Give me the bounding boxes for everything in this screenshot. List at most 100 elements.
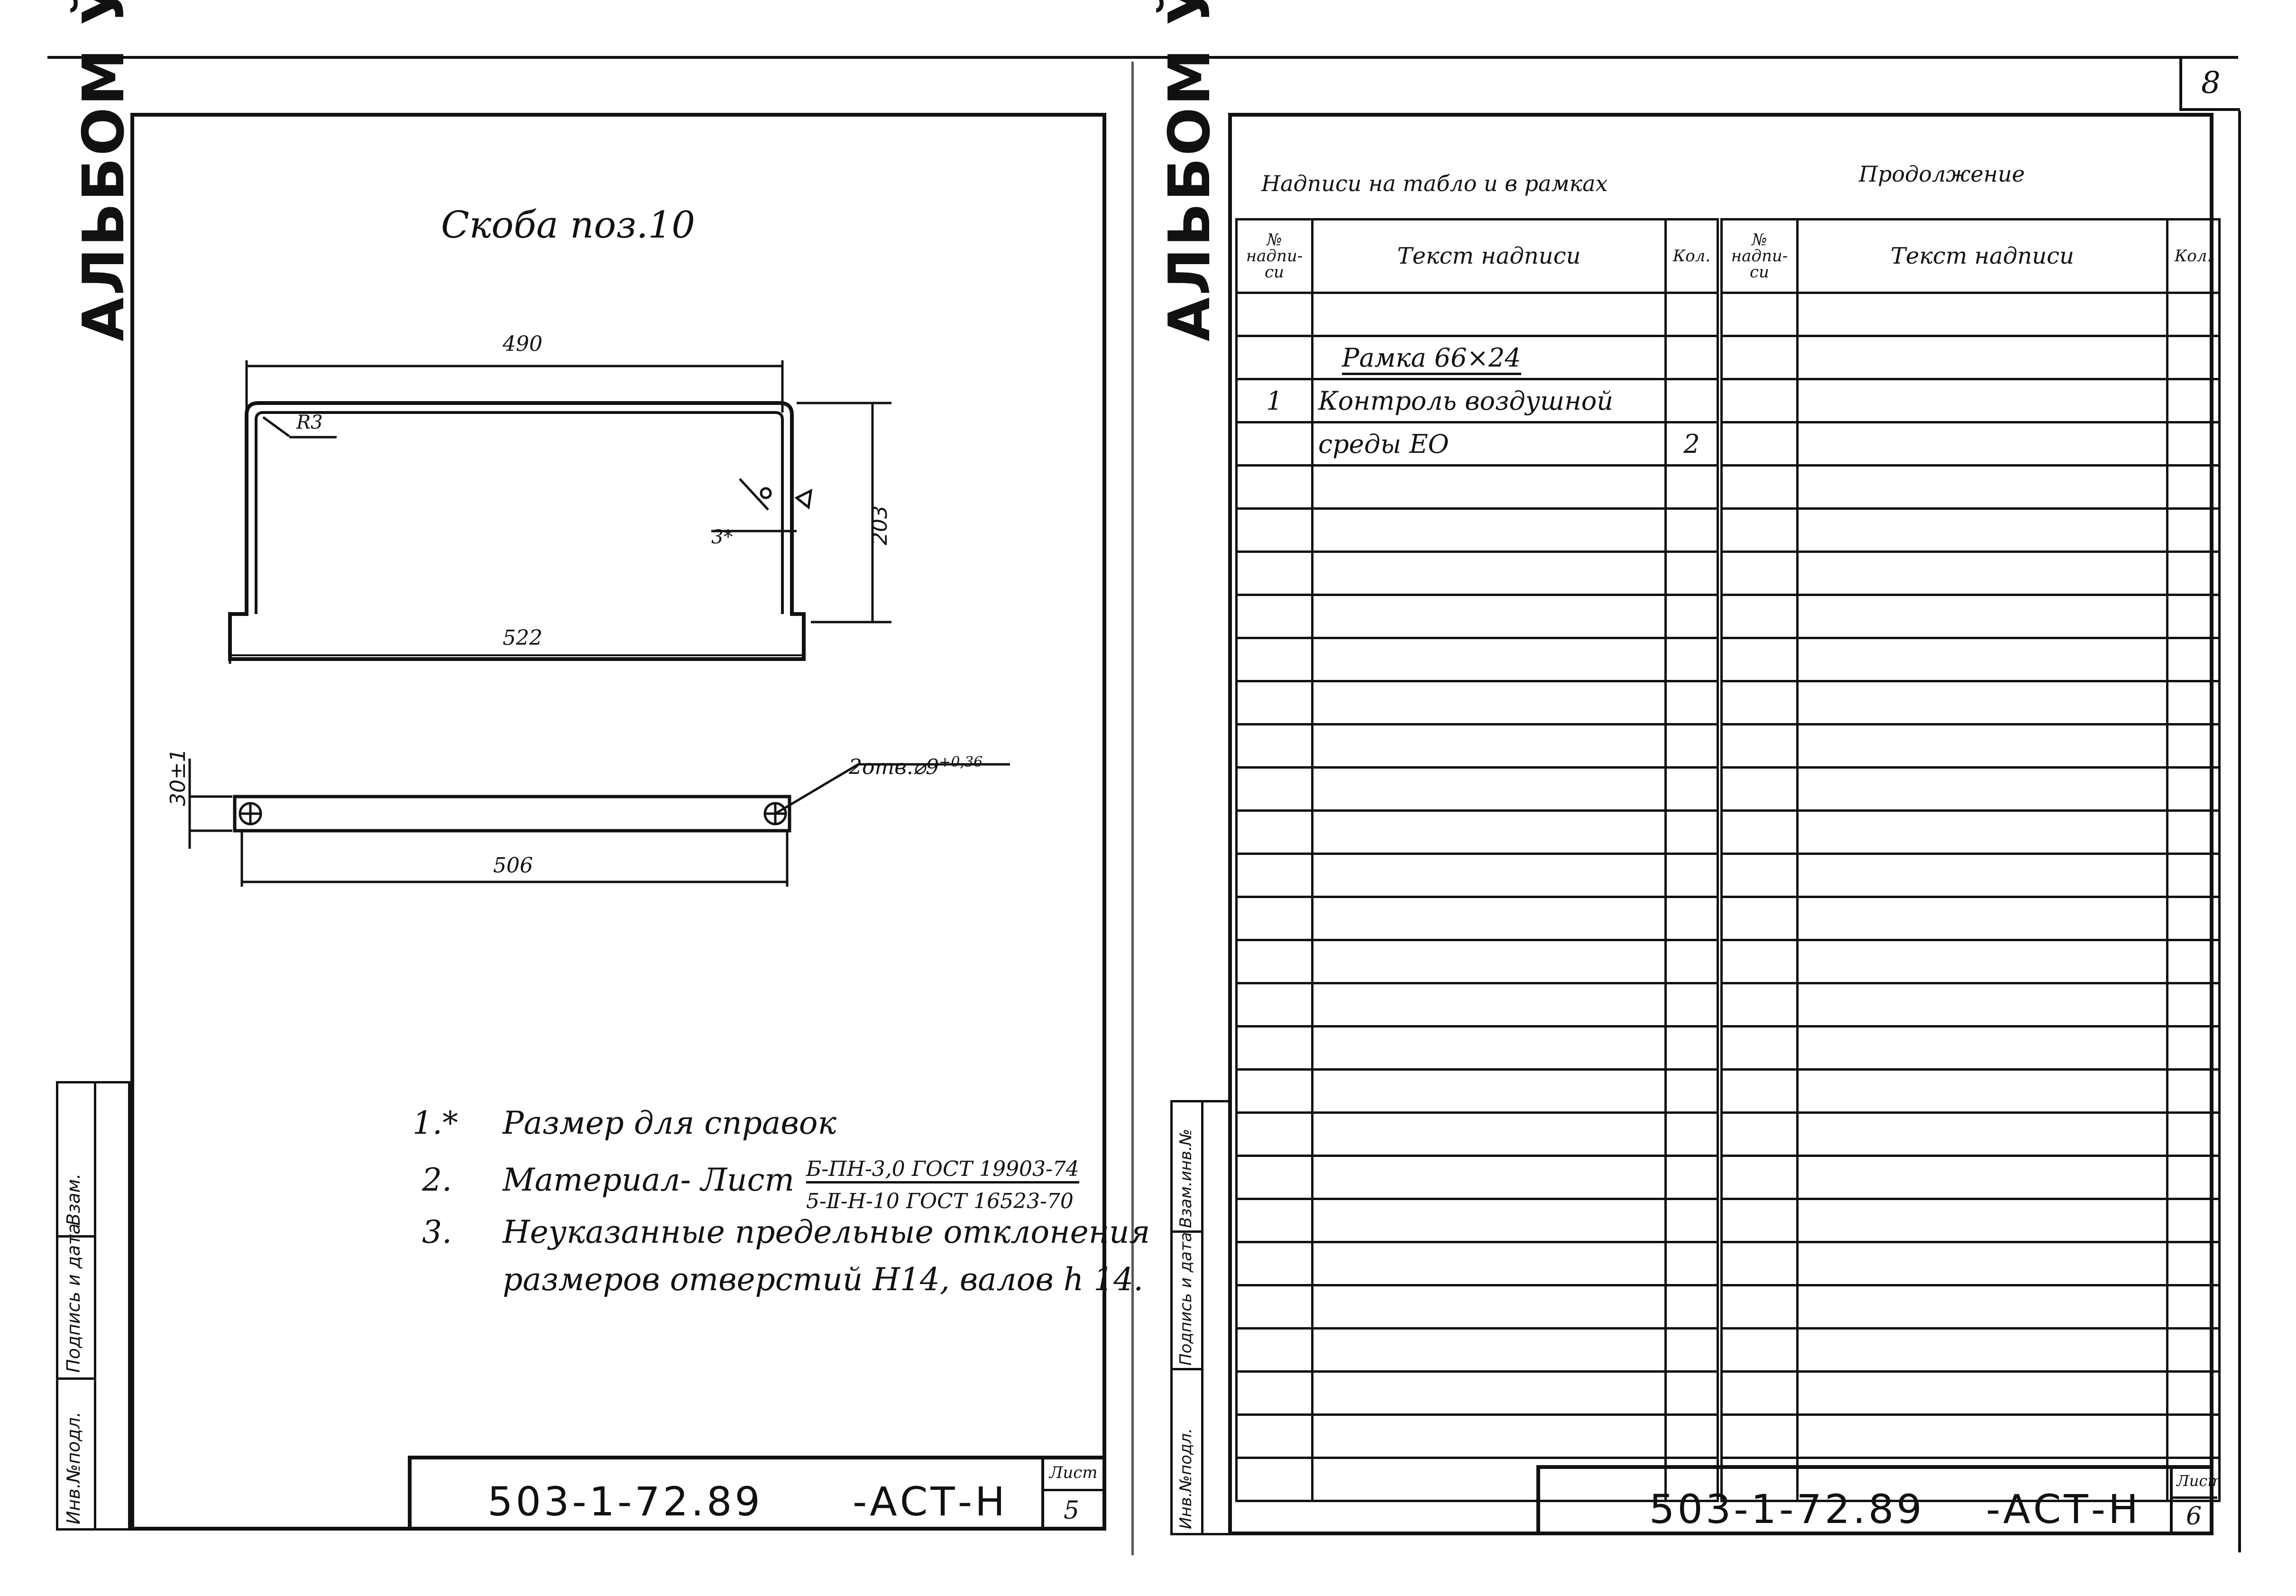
table-caption: Надписи на табло и в рамках [1261, 171, 1608, 196]
table-cell [1796, 464, 2168, 510]
table-cell [1796, 1370, 2168, 1416]
note-1-text: Размер для справок [503, 1105, 836, 1141]
table-continuation: Продолжение [1859, 161, 2025, 187]
material-bottom: 5-Ⅱ-Н-10 ГОСТ 16523-70 [806, 1189, 1074, 1213]
frame-title: Рамка 66×24 [1342, 342, 1521, 375]
table-cell [1664, 1413, 1719, 1459]
table-row [1235, 594, 1719, 639]
left-sheet-number: 5 [1064, 1496, 1080, 1525]
table-cell [1796, 939, 2168, 984]
table-cell [1664, 507, 1719, 553]
table-cell [1311, 809, 1667, 855]
table-cell [1720, 1025, 1799, 1071]
table-cell [1720, 939, 1799, 984]
table-cell [2166, 594, 2221, 639]
table-cell [1720, 680, 1799, 725]
table-cell [1311, 982, 1667, 1027]
table-row [1720, 853, 2221, 898]
table-cell [1235, 766, 1313, 812]
table-cell [1235, 1413, 1313, 1459]
table-cell [2166, 1370, 2221, 1416]
table-cell [1720, 1241, 1799, 1286]
left-sheet-label: Лист [1049, 1463, 1098, 1482]
table-cell [1796, 1327, 2168, 1373]
table-cell [2166, 335, 2221, 380]
table-cell [1311, 1198, 1667, 1243]
table-row [1720, 982, 2221, 1027]
table-cell [2166, 1025, 2221, 1071]
table-row [1720, 507, 2221, 553]
center-divider [1131, 62, 1134, 1555]
table-row [1720, 1370, 2221, 1416]
right-stamp-suffix: -АСТ-Н [1986, 1486, 2141, 1532]
table-cell [1311, 1155, 1667, 1200]
table-cell [1664, 853, 1719, 898]
table-cell [1720, 421, 1799, 467]
top-border-line [47, 56, 2238, 59]
table-cell [1796, 982, 2168, 1027]
table-cell [1796, 1241, 2168, 1286]
table-cell [1311, 464, 1667, 510]
table-row [1235, 939, 1719, 984]
table-cell [1720, 1155, 1799, 1200]
table-cell [1235, 1327, 1313, 1373]
table-cell [1235, 853, 1313, 898]
table-cell [1796, 723, 2168, 769]
table-cell [1720, 809, 1799, 855]
table-cell [2166, 464, 2221, 510]
table-row [1235, 809, 1719, 855]
table-cell [1235, 1198, 1313, 1243]
table-cell [2166, 378, 2221, 423]
table-cell [2166, 982, 2221, 1027]
left-stamp-code: 503-1-72.89 [487, 1478, 763, 1525]
table-row [1235, 982, 1719, 1027]
table-cell [2166, 1068, 2221, 1114]
table-cell [1664, 637, 1719, 682]
table-cell [1720, 1284, 1799, 1330]
table-cell [1311, 680, 1667, 725]
table-row [1720, 1155, 2221, 1200]
table-cell [1796, 378, 2168, 423]
table-cell [1720, 378, 1799, 423]
table-cell [1664, 1370, 1719, 1416]
table-cell [1311, 896, 1667, 941]
table-cell [1796, 766, 2168, 812]
table-cell [1720, 594, 1799, 639]
table-cell [1235, 1111, 1313, 1157]
col-header-text-2: Текст надписи [1796, 218, 2168, 294]
table-row: Рамка 66×24 [1235, 335, 1719, 380]
table-cell [1720, 1457, 1799, 1502]
table-row [1235, 1198, 1719, 1243]
part-title: Скоба поз.10 [441, 204, 695, 247]
table-cell [2166, 723, 2221, 769]
table-cell [1720, 464, 1799, 510]
table-cell [1664, 1241, 1719, 1286]
table-cell [1311, 550, 1667, 596]
table-cell [1235, 550, 1313, 596]
table-cell [1235, 1068, 1313, 1114]
table-row [1720, 1284, 2221, 1330]
table-cell [2166, 1111, 2221, 1157]
table-cell [1720, 896, 1799, 941]
table-cell [1720, 1111, 1799, 1157]
table-cell [1796, 1068, 2168, 1114]
table-cell [1720, 292, 1799, 337]
table-cell [2166, 1284, 2221, 1330]
table-row [1235, 507, 1719, 553]
table-row: среды ЕО 2 [1235, 421, 1719, 467]
table-cell [1664, 1111, 1719, 1157]
right-side-strip: Инв.№подл. Подпись и дата Взам.инв.№ [1170, 1100, 1228, 1535]
table-row [1720, 1111, 2221, 1157]
table-cell [1235, 1457, 1313, 1502]
table-cell [1311, 1111, 1667, 1157]
table-cell [1796, 292, 2168, 337]
side-label-vzam: Взам. [63, 1173, 84, 1226]
table-cell [1311, 594, 1667, 639]
table-row [1720, 809, 2221, 855]
table-cell [1235, 1370, 1313, 1416]
table-cell [1664, 1327, 1719, 1373]
table-cell [1720, 637, 1799, 682]
table-row [1720, 335, 2221, 380]
side-label-sign: Подпись и дата [63, 1223, 84, 1373]
table-cell [2166, 1413, 2221, 1459]
